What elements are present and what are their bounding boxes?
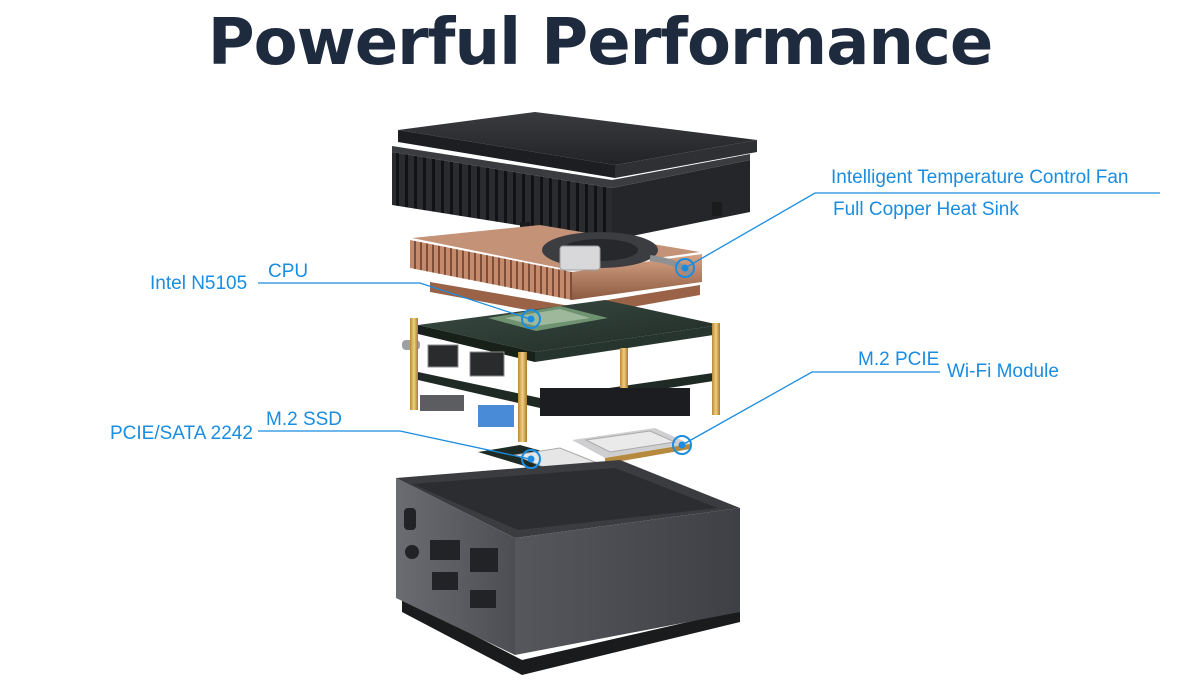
label-wifi: Wi-Fi Module — [947, 361, 1059, 382]
callout-fan — [675, 192, 1160, 278]
marker-cpu — [521, 309, 541, 329]
marker-fan — [675, 258, 695, 278]
label-heatsink: Full Copper Heat Sink — [833, 199, 1019, 220]
label-cpu: CPU — [268, 261, 309, 282]
case-base — [396, 460, 740, 675]
top-lid — [392, 112, 757, 240]
heatsink-fan — [410, 225, 702, 318]
label-ssd-interface: PCIE/SATA 2242 — [110, 423, 253, 444]
marker-ssd — [521, 449, 541, 469]
motherboard — [402, 300, 720, 442]
callout-wifi — [672, 371, 940, 455]
callout-ssd — [258, 430, 541, 469]
wifi-card — [572, 428, 690, 464]
label-ssd: M.2 SSD — [266, 409, 343, 430]
callout-cpu — [258, 282, 541, 329]
marker-wifi — [672, 435, 692, 455]
label-wifi-slot: M.2 PCIE — [858, 349, 940, 370]
label-fan: Intelligent Temperature Control Fan — [831, 167, 1129, 188]
label-cpu-model: Intel N5105 — [150, 273, 248, 294]
page-title: Powerful Performance — [207, 6, 994, 80]
